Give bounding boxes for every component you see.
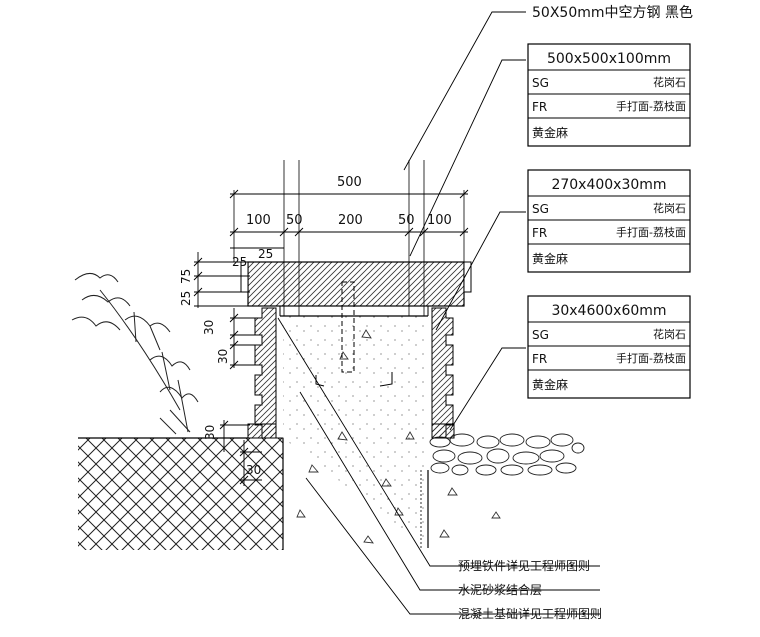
dim-25a: 25 bbox=[232, 255, 247, 269]
spec-sg-material: 花岗石 bbox=[653, 328, 686, 341]
spec-size: 30x4600x60mm bbox=[551, 303, 666, 319]
spec-table-frame bbox=[527, 295, 691, 399]
dim-75: 75 bbox=[179, 269, 193, 284]
dimension-horizontal bbox=[229, 189, 469, 237]
spec-color: 黄金麻 bbox=[532, 125, 568, 140]
note-foundation: 混凝土基础详见工程师图则 bbox=[458, 606, 602, 621]
spec-fr-label: FR bbox=[532, 100, 547, 114]
spec-color: 黄金麻 bbox=[532, 377, 568, 392]
spec-sg-label: SG bbox=[532, 202, 549, 216]
extension-lines bbox=[233, 160, 465, 316]
shrub-sketch bbox=[71, 273, 199, 435]
spec-sg-label: SG bbox=[532, 328, 549, 342]
dim-seg-4: 50 bbox=[398, 213, 415, 228]
spec-fr-finish: 手打面-荔枝面 bbox=[616, 351, 686, 365]
leader-lines bbox=[277, 11, 600, 615]
dim-overall: 500 bbox=[337, 175, 362, 190]
spec-table-frame bbox=[527, 43, 691, 147]
cobble-gravel bbox=[429, 433, 585, 476]
dim-30a: 30 bbox=[202, 320, 216, 335]
cladding-left bbox=[247, 307, 277, 439]
dim-seg-3: 200 bbox=[338, 213, 363, 228]
spec-sg-label: SG bbox=[532, 76, 549, 90]
ground-hatch bbox=[78, 437, 284, 550]
spec-size: 500x500x100mm bbox=[547, 51, 671, 67]
cladding-right bbox=[431, 307, 455, 439]
spec-color: 黄金麻 bbox=[532, 251, 568, 266]
callout-steel-tube: 50X50mm中空方钢 黑色 bbox=[532, 4, 693, 21]
spec-fr-label: FR bbox=[532, 352, 547, 366]
dim-25c: 25 bbox=[179, 291, 193, 306]
spec-sg-material: 花岗石 bbox=[653, 202, 686, 215]
dimension-vertical bbox=[193, 247, 284, 486]
spec-sg-material: 花岗石 bbox=[653, 76, 686, 89]
dim-30c: 30 bbox=[203, 425, 217, 440]
dim-25b: 25 bbox=[258, 247, 273, 261]
note-mortar: 水泥砂浆结合层 bbox=[458, 582, 542, 597]
dim-30d: 30 bbox=[246, 463, 261, 477]
dim-seg-5: 100 bbox=[427, 213, 452, 228]
dim-seg-2: 50 bbox=[286, 213, 303, 228]
concrete-foundation bbox=[283, 315, 501, 548]
spec-fr-label: FR bbox=[532, 226, 547, 240]
dim-seg-1: 100 bbox=[246, 213, 271, 228]
spec-size: 270x400x30mm bbox=[551, 177, 666, 193]
hollow-steel-tube bbox=[315, 281, 393, 387]
spec-fr-finish: 手打面-荔枝面 bbox=[616, 225, 686, 239]
spec-table-frame bbox=[527, 169, 691, 273]
dim-30b: 30 bbox=[216, 349, 230, 364]
spec-fr-finish: 手打面-荔枝面 bbox=[616, 99, 686, 113]
note-embedded-parts: 预埋铁件详见工程师图则 bbox=[458, 558, 590, 573]
